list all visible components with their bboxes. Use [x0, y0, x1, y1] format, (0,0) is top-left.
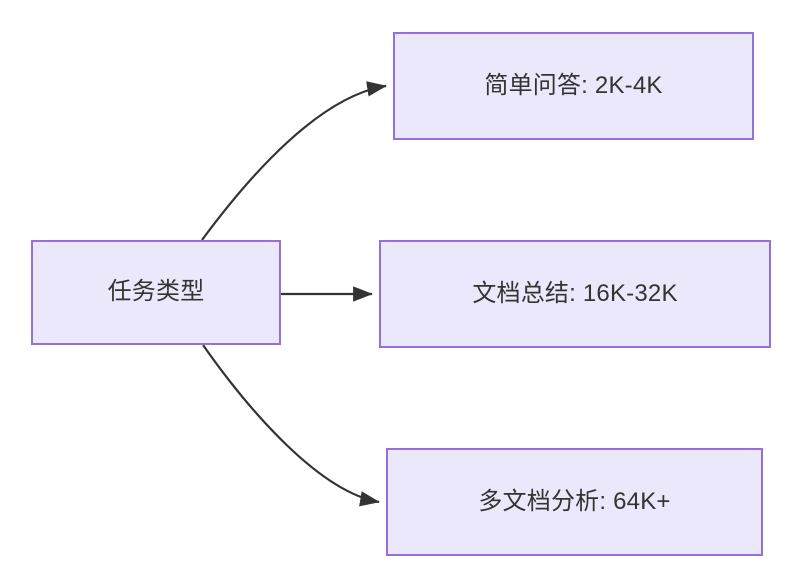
- node-task-type[interactable]: 任务类型: [31, 240, 281, 345]
- edge-root-to-simple-qa: [201, 81, 387, 241]
- node-simple-qa[interactable]: 简单问答: 2K-4K: [393, 32, 754, 140]
- node-simple-qa-label: 简单问答: 2K-4K: [484, 71, 663, 99]
- node-multi-document-analysis-label: 多文档分析: 64K+: [478, 487, 671, 515]
- node-multi-document-analysis[interactable]: 多文档分析: 64K+: [386, 448, 763, 556]
- node-document-summary[interactable]: 文档总结: 16K-32K: [379, 240, 771, 348]
- edge-root-to-multi-doc: [202, 344, 380, 507]
- node-document-summary-label: 文档总结: 16K-32K: [472, 279, 678, 307]
- node-task-type-label: 任务类型: [107, 278, 205, 306]
